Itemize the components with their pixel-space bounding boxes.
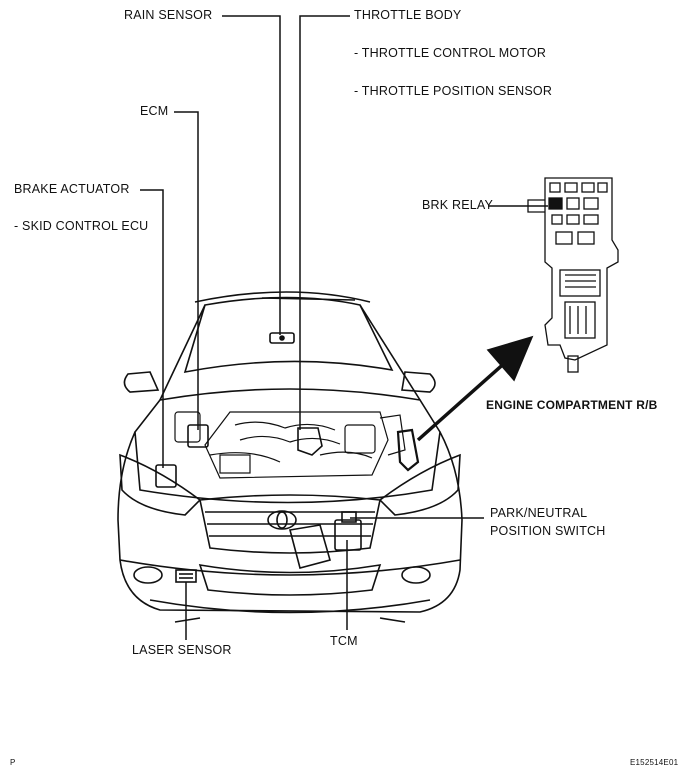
- brk-relay-marker: [548, 197, 563, 210]
- skid-control-ecu-label: - SKID CONTROL ECU: [14, 219, 149, 233]
- brake-actuator-leader: [140, 189, 164, 468]
- footer-right-code: E152514E01: [630, 758, 679, 767]
- laser-sensor-unit: [175, 569, 197, 583]
- right-fog-lamp: [401, 566, 431, 584]
- park-neutral-switch: [341, 511, 357, 523]
- rain-sensor-unit: [269, 332, 295, 344]
- rain-sensor-label: RAIN SENSOR: [124, 8, 213, 22]
- ecm-leader: [174, 111, 199, 430]
- engine-compartment-rb-label: ENGINE COMPARTMENT R/B: [486, 398, 658, 412]
- brk-relay-label: BRK RELAY: [422, 198, 494, 212]
- tcm-label: TCM: [330, 634, 358, 648]
- right-mirror: [401, 371, 436, 393]
- brake-actuator-unit: [155, 464, 177, 488]
- left-fog-lamp: [133, 566, 163, 584]
- footer-left-code: P: [10, 758, 16, 767]
- left-mirror: [123, 371, 160, 393]
- toyota-emblem: [267, 510, 297, 530]
- windshield: [183, 296, 394, 374]
- ecm-label: ECM: [140, 104, 169, 118]
- throttle-body-label: THROTTLE BODY: [354, 8, 462, 22]
- laser-sensor-label: LASER SENSOR: [132, 643, 232, 657]
- ecm-unit: [187, 424, 209, 448]
- throttle-body-leader: [299, 15, 350, 430]
- leader-lines: [140, 15, 548, 640]
- brake-actuator-label: BRAKE ACTUATOR: [14, 182, 130, 196]
- vehicle-front-view: [117, 291, 463, 623]
- park-neutral-label-line2: POSITION SWITCH: [490, 524, 606, 538]
- engine-bay: [174, 411, 406, 479]
- park-neutral-label-line1: PARK/NEUTRAL: [490, 506, 588, 520]
- throttle-body-unit: [297, 427, 323, 456]
- rain-sensor-leader: [222, 15, 281, 335]
- tcm-unit: [334, 519, 362, 551]
- throttle-control-motor-label: - THROTTLE CONTROL MOTOR: [354, 46, 547, 60]
- grille: [199, 494, 381, 554]
- left-headlight: [119, 453, 202, 516]
- right-headlight: [378, 453, 461, 516]
- relay-arrow: [416, 335, 534, 442]
- engine-compartment-relay-box: [527, 177, 619, 373]
- throttle-position-sensor-label: - THROTTLE POSITION SENSOR: [354, 84, 553, 98]
